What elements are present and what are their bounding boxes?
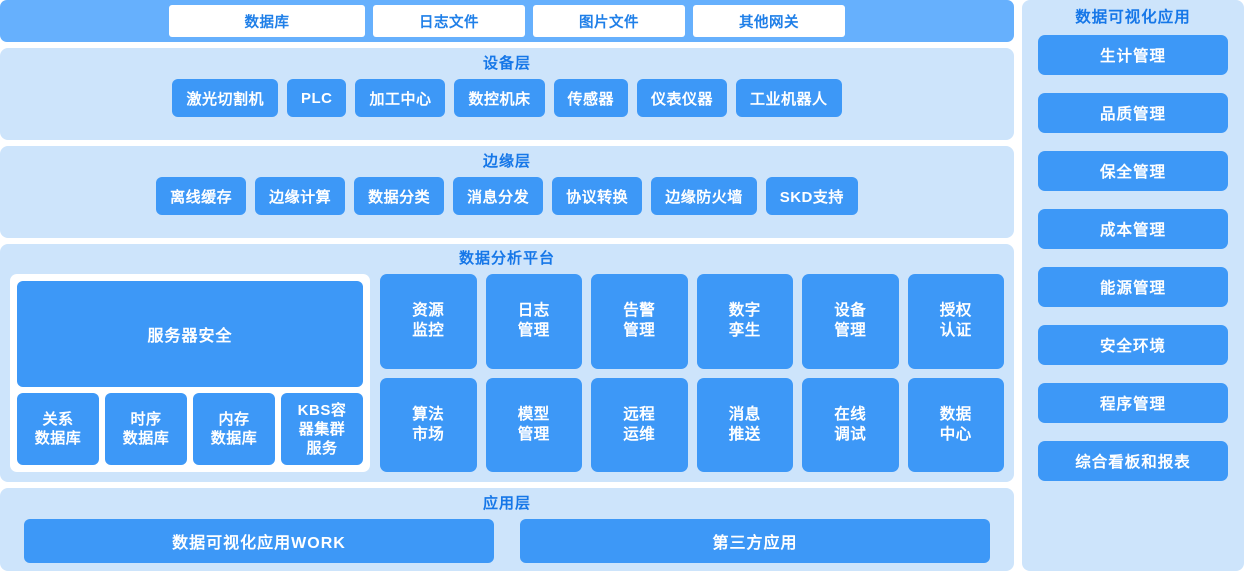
function-cell[interactable]: 授权 认证 xyxy=(907,274,1004,369)
edge-layer-panel: 边缘层 离线缓存 边缘计算 数据分类 消息分发 协议转换 边缘防火墙 SKD支持 xyxy=(0,146,1014,238)
function-cell[interactable]: 资源 监控 xyxy=(380,274,477,369)
device-chip[interactable]: 数控机床 xyxy=(454,79,545,117)
application-layer-panel: 应用层 数据可视化应用WORK 第三方应用 xyxy=(0,488,1014,571)
function-cell[interactable]: 消息 推送 xyxy=(696,377,793,472)
function-cell[interactable]: 设备 管理 xyxy=(802,274,899,369)
sidebar-item-kanban[interactable]: 综合看板和报表 xyxy=(1038,441,1228,481)
sidebar-item-nengyuan[interactable]: 能源管理 xyxy=(1038,267,1228,307)
gateway-banner: 数据库 日志文件 图片文件 其他网关 xyxy=(0,0,1014,42)
platform-body: 服务器安全 关系 数据库 时序 数据库 内存 数据库 KBS容 器集群 服务 资… xyxy=(10,274,1004,472)
device-chip[interactable]: 激光切割机 xyxy=(172,79,278,117)
gateway-box[interactable]: 其他网关 xyxy=(693,5,845,37)
function-cell[interactable]: 模型 管理 xyxy=(485,377,582,472)
edge-chip[interactable]: 边缘计算 xyxy=(255,177,346,215)
device-chip[interactable]: 工业机器人 xyxy=(736,79,842,117)
platform-title: 数据分析平台 xyxy=(458,250,555,267)
gateway-box[interactable]: 数据库 xyxy=(169,5,365,37)
device-layer-title: 设备层 xyxy=(482,55,531,72)
device-chip[interactable]: PLC xyxy=(286,79,347,117)
function-cell[interactable]: 告警 管理 xyxy=(591,274,688,369)
edge-chip[interactable]: SKD支持 xyxy=(765,177,858,215)
application-box[interactable]: 数据可视化应用WORK xyxy=(24,519,494,563)
sidebar-item-pinzhi[interactable]: 品质管理 xyxy=(1038,93,1228,133)
device-layer-items: 激光切割机 PLC 加工中心 数控机床 传感器 仪表仪器 工业机器人 xyxy=(10,79,1004,117)
database-box[interactable]: KBS容 器集群 服务 xyxy=(281,393,363,465)
edge-layer-title: 边缘层 xyxy=(482,153,531,170)
sidebar-list: 生计管理 品质管理 保全管理 成本管理 能源管理 安全环境 程序管理 综合看板和… xyxy=(1038,35,1228,561)
application-layer-title: 应用层 xyxy=(482,495,531,512)
device-chip[interactable]: 传感器 xyxy=(553,79,629,117)
edge-layer-items: 离线缓存 边缘计算 数据分类 消息分发 协议转换 边缘防火墙 SKD支持 xyxy=(10,177,1004,215)
edge-chip[interactable]: 协议转换 xyxy=(552,177,643,215)
function-cell[interactable]: 数据 中心 xyxy=(907,377,1004,472)
sidebar-item-chengben[interactable]: 成本管理 xyxy=(1038,209,1228,249)
application-layer-items: 数据可视化应用WORK 第三方应用 xyxy=(10,519,1004,563)
edge-chip[interactable]: 边缘防火墙 xyxy=(651,177,757,215)
sidebar-item-anquan[interactable]: 安全环境 xyxy=(1038,325,1228,365)
database-box[interactable]: 内存 数据库 xyxy=(193,393,275,465)
function-cell[interactable]: 日志 管理 xyxy=(485,274,582,369)
main-column: 数据库 日志文件 图片文件 其他网关 设备层 激光切割机 PLC 加工中心 数控… xyxy=(0,0,1014,571)
function-cell[interactable]: 数字 孪生 xyxy=(696,274,793,369)
application-box[interactable]: 第三方应用 xyxy=(520,519,990,563)
server-security-card: 服务器安全 关系 数据库 时序 数据库 内存 数据库 KBS容 器集群 服务 xyxy=(10,274,370,472)
visualization-sidebar: 数据可视化应用 生计管理 品质管理 保全管理 成本管理 能源管理 安全环境 程序… xyxy=(1022,0,1244,571)
sidebar-item-chengxu[interactable]: 程序管理 xyxy=(1038,383,1228,423)
sidebar-title: 数据可视化应用 xyxy=(1075,9,1191,26)
edge-chip[interactable]: 数据分类 xyxy=(354,177,445,215)
device-chip[interactable]: 仪表仪器 xyxy=(637,79,728,117)
database-box[interactable]: 关系 数据库 xyxy=(17,393,99,465)
database-row: 关系 数据库 时序 数据库 内存 数据库 KBS容 器集群 服务 xyxy=(17,393,363,465)
function-cell[interactable]: 远程 运维 xyxy=(591,377,688,472)
platform-panel: 数据分析平台 服务器安全 关系 数据库 时序 数据库 内存 数据库 KBS容 器… xyxy=(0,244,1014,482)
function-cell[interactable]: 在线 调试 xyxy=(802,377,899,472)
server-security-box[interactable]: 服务器安全 xyxy=(17,281,363,387)
device-layer-panel: 设备层 激光切割机 PLC 加工中心 数控机床 传感器 仪表仪器 工业机器人 xyxy=(0,48,1014,140)
sidebar-item-baoquan[interactable]: 保全管理 xyxy=(1038,151,1228,191)
edge-chip[interactable]: 离线缓存 xyxy=(156,177,247,215)
sidebar-item-shengji[interactable]: 生计管理 xyxy=(1038,35,1228,75)
device-chip[interactable]: 加工中心 xyxy=(355,79,446,117)
database-box[interactable]: 时序 数据库 xyxy=(105,393,187,465)
platform-function-grid: 资源 监控 日志 管理 告警 管理 数字 孪生 设备 管理 授权 认证 算法 市… xyxy=(380,274,1004,472)
gateway-box[interactable]: 图片文件 xyxy=(533,5,685,37)
gateway-box[interactable]: 日志文件 xyxy=(373,5,525,37)
edge-chip[interactable]: 消息分发 xyxy=(453,177,544,215)
function-cell[interactable]: 算法 市场 xyxy=(380,377,477,472)
